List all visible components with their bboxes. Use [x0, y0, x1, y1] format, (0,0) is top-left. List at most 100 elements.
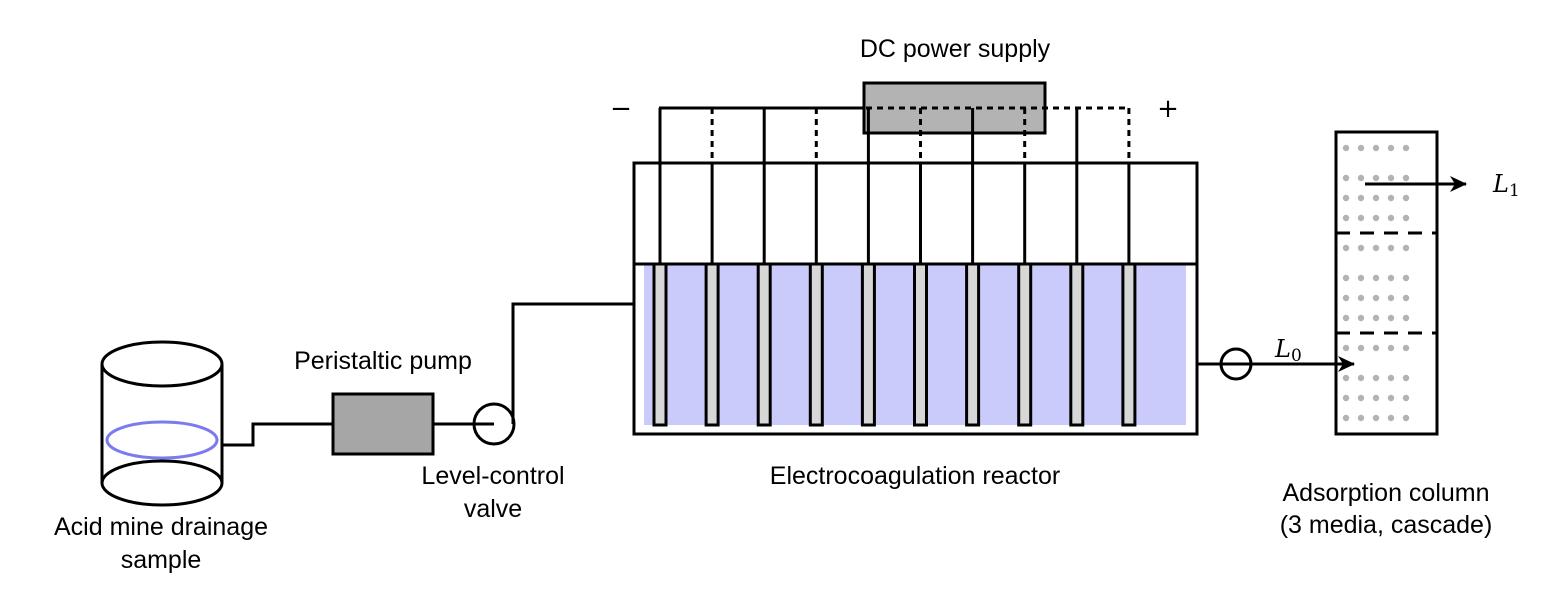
media-dot: [1387, 394, 1395, 402]
electrode-positive: [1017, 262, 1033, 427]
media-dot: [1372, 314, 1380, 322]
media-dot: [1387, 374, 1395, 382]
media-dot: [1402, 144, 1410, 152]
reactor-label: Electrocoagulation reactor: [770, 462, 1060, 490]
cylinder-bottom: [100, 459, 224, 507]
media-dot: [1342, 294, 1350, 302]
media-dot: [1357, 244, 1365, 252]
media-dot: [1357, 414, 1365, 422]
media-dot: [1372, 344, 1380, 352]
media-dot: [1357, 214, 1365, 222]
adsorption-column: [1334, 130, 1439, 436]
media-dot: [1342, 174, 1350, 182]
media-dot: [1402, 214, 1410, 222]
column-label-line2: (3 media, cascade): [1280, 511, 1493, 539]
media-dot: [1357, 274, 1365, 282]
media-dot: [1372, 144, 1380, 152]
media-dot: [1402, 294, 1410, 302]
media-dot: [1387, 414, 1395, 422]
cylinder-body: [100, 364, 224, 483]
media-dot: [1357, 174, 1365, 182]
media-dot: [1402, 314, 1410, 322]
electrode-positive: [704, 262, 720, 427]
L1-label: L1: [1492, 170, 1520, 201]
media-dot: [1342, 244, 1350, 252]
L0-label: L0: [1274, 335, 1302, 366]
media-dot: [1372, 414, 1380, 422]
peristaltic-pump: [331, 392, 435, 456]
electrode-group: [652, 262, 1137, 427]
media-dot: [1342, 274, 1350, 282]
media-dot: [1387, 314, 1395, 322]
media-dot: [1342, 374, 1350, 382]
pump-label: Peristaltic pump: [294, 347, 472, 375]
pipe-valve-to-reactor: [511, 302, 634, 424]
media-dot: [1387, 174, 1395, 182]
cylinder-top: [100, 340, 224, 388]
valve-label-line1: Level-control: [421, 462, 564, 490]
media-dot: [1402, 174, 1410, 182]
media-dot: [1357, 194, 1365, 202]
plus-sign: +: [1157, 94, 1179, 124]
minus-sign: −: [610, 94, 632, 124]
media-dot: [1342, 314, 1350, 322]
media-dot: [1402, 194, 1410, 202]
reactor-tank: [632, 161, 1199, 436]
media-dot: [1372, 174, 1380, 182]
media-dot: [1402, 344, 1410, 352]
electrode-negative: [965, 262, 981, 427]
media-dot: [1342, 394, 1350, 402]
media-dot: [1357, 294, 1365, 302]
sample-label-line2: sample: [121, 546, 202, 574]
media-dot: [1402, 274, 1410, 282]
electrocoagulation-reactor: [632, 161, 1199, 436]
media-dot: [1342, 144, 1350, 152]
media-dot: [1372, 374, 1380, 382]
media-dot: [1387, 274, 1395, 282]
media-dot: [1387, 144, 1395, 152]
media-dot: [1402, 244, 1410, 252]
electrode-positive: [808, 262, 824, 427]
media-dot: [1387, 344, 1395, 352]
outlet-valve: [1219, 347, 1253, 381]
electrode-negative: [1069, 262, 1085, 427]
electrode-negative: [756, 262, 772, 427]
sample-level-ring: [105, 420, 219, 460]
sample-label-line1: Acid mine drainage: [54, 513, 268, 541]
media-dot: [1342, 344, 1350, 352]
media-dot: [1357, 374, 1365, 382]
media-dot: [1357, 314, 1365, 322]
media-dot: [1387, 294, 1395, 302]
media-dot: [1402, 374, 1410, 382]
media-dot: [1372, 394, 1380, 402]
media-dot: [1342, 214, 1350, 222]
media-dot: [1372, 214, 1380, 222]
media-dot: [1372, 274, 1380, 282]
media-dot: [1372, 194, 1380, 202]
column-label-line1: Adsorption column: [1282, 479, 1489, 507]
electrode-negative: [860, 262, 876, 427]
electrode-positive: [1121, 262, 1137, 427]
electrode-wires: [658, 108, 1131, 264]
sample-container: [100, 340, 224, 507]
media-dot: [1387, 214, 1395, 222]
electrode-positive: [913, 262, 928, 427]
media-dot: [1342, 414, 1350, 422]
power-supply-label: DC power supply: [860, 35, 1051, 63]
pipe-sample-to-pump: [222, 422, 333, 447]
media-dot: [1357, 394, 1365, 402]
electrode-negative: [652, 262, 668, 427]
media-dot: [1342, 194, 1350, 202]
media-dot: [1357, 344, 1365, 352]
media-dot: [1402, 414, 1410, 422]
media-dot: [1357, 144, 1365, 152]
media-dot: [1372, 244, 1380, 252]
media-dot: [1372, 294, 1380, 302]
valve-label-line2: valve: [464, 495, 522, 523]
media-dots: [1342, 144, 1410, 422]
media-dot: [1387, 194, 1395, 202]
media-dot: [1387, 244, 1395, 252]
column-body: [1334, 130, 1439, 436]
media-dot: [1402, 394, 1410, 402]
